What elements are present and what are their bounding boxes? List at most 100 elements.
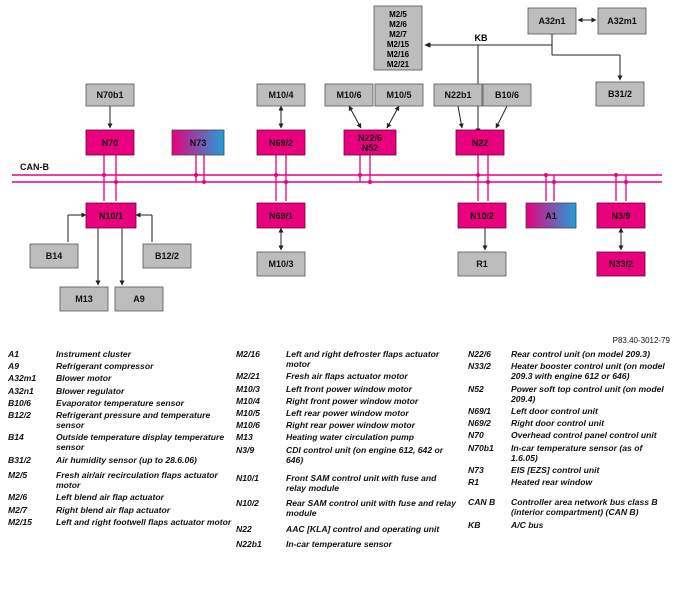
legend-code: M10/4 [236,395,260,406]
box-a32n1 [527,7,577,35]
legend-code: N33/2 [468,361,491,372]
m2-line: M2/7 [389,30,407,39]
legend-description: Overhead control panel control unit [511,430,657,441]
label-b10-6: B10/6 [495,90,519,100]
legend-code: M10/3 [236,383,260,394]
box-m13 [59,286,109,312]
can-b-label: CAN-B [20,162,49,172]
legend-description: Left rear power window motor [286,408,409,418]
box-m10-5 [374,83,424,107]
box-n3-9 [596,202,646,229]
legend-description: Heater booster control unit (on model 20… [511,361,665,382]
label-m13: M13 [75,294,93,304]
label-n22: N22 [472,138,489,148]
legend-code: KB [468,519,481,530]
legend-description: Left front power window motor [286,383,413,394]
label-n22b1: N22b1 [444,90,471,100]
legend-code: A32n1 [8,385,34,396]
m2-line: M2/6 [389,20,407,29]
legend-code: B12/2 [8,410,31,420]
box-n70 [85,129,135,156]
legend-code: N73 [468,465,484,475]
legend-description: AAC [KLA] control and operating unit [286,523,440,534]
label-n10-1: N10/1 [99,211,123,221]
m2-line: M2/5 [389,10,407,19]
label-n33-2: N33/2 [609,259,633,269]
bus-drops [103,155,627,201]
label-n10-2: N10/2 [470,211,494,221]
legend-code: CAN B [468,497,496,508]
legend-code: R1 [468,477,479,488]
box-a32m1 [597,7,647,35]
legend-code: B14 [8,432,24,443]
legend-code: N52 [468,383,484,394]
legend-code: A9 [8,361,19,372]
legend-code: M2/6 [8,492,28,503]
legend-code: M2/21 [236,371,260,382]
legend-description: Air humidity sensor (up to 28.6.06) [56,454,197,465]
legend-description: Right rear power window motor [286,420,415,431]
legend-description: Fresh air/air recirculation flaps actuat… [56,470,218,490]
box-b14 [29,243,79,269]
legend-code: N10/1 [236,473,259,483]
legend-code: N22b1 [236,539,262,549]
label-m10-6: M10/6 [336,90,361,100]
label-n69-2: N69/2 [269,138,293,148]
label-b31-2: B31/2 [608,89,632,99]
legend-description: Right front power window motor [286,395,419,406]
legend-description: Left and right footwell flaps actuator m… [56,516,232,527]
label-a32n1: A32n1 [538,16,565,26]
legend-code: N69/1 [468,406,491,416]
legend-code: M2/15 [8,516,32,527]
legend-code: M2/5 [8,470,28,480]
box-n33-2 [596,251,646,277]
can-b-network-diagram: CAN-B [12,5,662,312]
label-n73: N73 [190,138,207,148]
box-m10-3 [256,251,306,277]
legend-description: Heated rear window [511,477,593,488]
legend-description: Blower regulator [56,385,125,396]
legend-code: N70 [468,430,484,441]
legend-description: Evaporator temperature sensor [56,397,184,408]
legend-code: A32m1 [8,373,37,384]
legend-code: M2/7 [8,504,28,515]
label-b14: B14 [46,251,63,261]
legend-code: M10/5 [236,408,260,418]
legend-description: Right blend air flap actuator [56,504,171,515]
legend-description: Instrument cluster [56,349,131,359]
legend-description: EIS [EZS] control unit [511,465,600,475]
box-n10-1 [85,202,137,229]
legend-description: Blower motor [56,373,112,384]
box-a1 [525,202,577,229]
legend-code: N70b1 [468,442,494,453]
legend-code: M10/6 [236,420,260,431]
label-b12-2: B12/2 [155,251,179,261]
legend-description: Front SAM control unit with fuse and rel… [286,473,437,493]
box-a9 [114,286,164,312]
legend-description: Power soft top control unit (on model 20… [511,383,664,404]
label-n3-9: N3/9 [611,211,630,221]
box-n69-1 [256,202,306,229]
legend-description: In-car temperature sensor [286,539,393,549]
legend-code: N10/2 [236,498,259,509]
label-n52: N52 [362,143,379,153]
legend-description: Refrigerant pressure and temperature sen… [56,410,211,430]
m2-line: M2/16 [387,50,410,59]
bus-junctions [102,173,628,184]
box-n73 [171,129,225,156]
legend-description: Rear SAM control unit with fuse and rela… [286,498,456,519]
label-m10-5: M10/5 [386,90,411,100]
box-n69-2 [256,129,306,156]
box-r1 [457,251,507,277]
can-b-bus [12,174,662,183]
legend-code: M2/16 [236,349,260,359]
label-n69-1: N69/1 [269,211,293,221]
legend-code: B31/2 [8,454,31,465]
m2-line: M2/15 [387,40,410,49]
box-n10-2 [457,202,507,229]
m2-line: M2/21 [387,60,410,69]
legend-description: Heating water circulation pump [286,432,414,443]
legend-description: A/C bus [511,519,544,530]
box-b10-6 [482,83,532,107]
legend-description: CDI control unit (on engine 612, 642 or … [286,444,444,465]
